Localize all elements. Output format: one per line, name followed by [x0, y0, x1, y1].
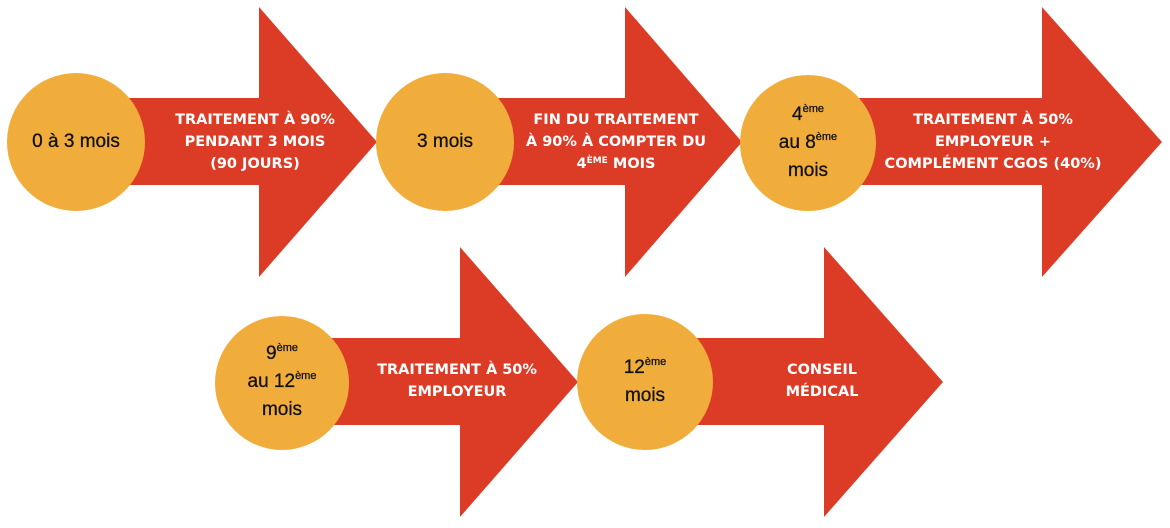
- label-line: CONSEIL: [786, 362, 858, 378]
- circle-step-2: [376, 73, 514, 211]
- circle-step-5: [577, 314, 713, 450]
- arrow-step-4: [325, 247, 578, 517]
- label-line: 3 mois: [417, 131, 473, 152]
- description-label-step-3: TRAITEMENT À 50% EMPLOYEUR + COMPLÉMENT CG…: [873, 109, 1113, 175]
- label-line: 9ème: [266, 342, 298, 364]
- period-label-step-4: 9ème au 12ème mois: [215, 340, 349, 424]
- label-line: 12ème: [623, 356, 667, 378]
- arrow-step-2: [490, 7, 742, 277]
- arrow-step-5: [690, 247, 943, 517]
- ordinal-superscript: ème: [802, 103, 824, 115]
- label-line: 4ème: [792, 103, 824, 125]
- description-label-step-5: CONSEIL MÉDICAL: [722, 359, 922, 403]
- description-label-step-1: TRAITEMENT À 90% PENDANT 3 MOIS (90 JOURS): [150, 109, 360, 175]
- label-line: mois: [787, 160, 829, 181]
- label-line: MÉDICAL: [785, 384, 859, 400]
- arrow-step-1: [120, 7, 377, 277]
- period-label-step-5: 12ème mois: [577, 354, 713, 410]
- label-line: 0 à 3 mois: [32, 131, 120, 152]
- circle-step-3: [740, 75, 876, 211]
- period-label-step-2: 3 mois: [377, 128, 513, 156]
- label-line: au 8ème: [778, 131, 838, 153]
- circle-step-1: [7, 73, 145, 211]
- label-line: (90 JOURS): [210, 156, 300, 172]
- arrow-step-3: [855, 7, 1162, 277]
- label-line: EMPLOYEUR: [407, 384, 507, 400]
- label-line: mois: [261, 399, 303, 420]
- label-line: 4ÈME MOIS: [576, 156, 656, 172]
- label-line: mois: [624, 385, 666, 406]
- label-line: PENDANT 3 MOIS: [184, 134, 326, 150]
- ordinal-superscript: ème: [295, 370, 317, 382]
- circle-step-4: [215, 316, 349, 450]
- ordinal-superscript: ème: [644, 356, 667, 368]
- label-line: COMPLÉMENT CGOS (40%): [884, 156, 1102, 172]
- label-line: au 12ème: [247, 370, 317, 392]
- description-label-step-2: FIN DU TRAITEMENT À 90% À COMPTER DU 4ÈME …: [506, 109, 726, 175]
- period-label-step-1: 0 à 3 mois: [8, 128, 144, 156]
- description-label-step-4: TRAITEMENT À 50% EMPLOYEUR: [352, 359, 562, 403]
- label-line: TRAITEMENT À 90%: [175, 112, 335, 128]
- label-line: TRAITEMENT À 50%: [377, 362, 537, 378]
- period-label-step-3: 4ème au 8ème mois: [740, 101, 876, 185]
- label-line: EMPLOYEUR +: [934, 134, 1052, 150]
- label-line: TRAITEMENT À 50%: [913, 112, 1073, 128]
- ordinal-superscript: ème: [815, 131, 838, 143]
- label-line: FIN DU TRAITEMENT: [533, 112, 699, 128]
- ordinal-superscript: ÈME: [586, 156, 608, 166]
- ordinal-superscript: ème: [276, 342, 298, 354]
- label-line: À 90% À COMPTER DU: [525, 134, 707, 150]
